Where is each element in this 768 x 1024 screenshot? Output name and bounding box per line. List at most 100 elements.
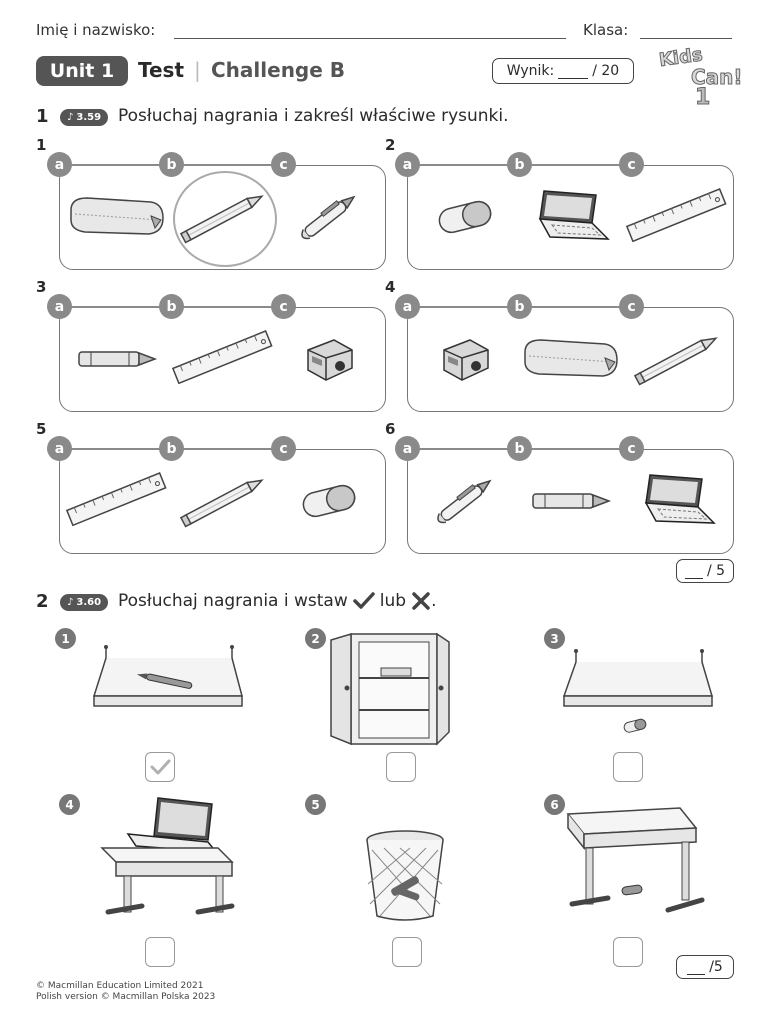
total-score-box: Wynik: / 20 <box>492 58 634 84</box>
option-connector <box>71 306 159 308</box>
svg-text:Kids: Kids <box>658 44 704 71</box>
option-c-label: c <box>619 436 644 461</box>
answer-checkbox[interactable] <box>145 752 175 782</box>
copyright-line-2: Polish version © Macmillan Polska 2023 <box>36 992 216 1002</box>
option-connector <box>531 164 619 166</box>
answer-checkbox[interactable] <box>386 752 416 782</box>
exercise1-item-number: 5 <box>36 420 47 438</box>
test-title: Test <box>138 58 185 82</box>
option-b-label: b <box>159 294 184 319</box>
bin-with-crayons-picture <box>360 826 450 926</box>
option-connector <box>183 164 271 166</box>
kids-can-logo: Kids Can! 1 <box>655 44 743 111</box>
class-field[interactable] <box>640 38 732 39</box>
exercise2-item-number: 1 <box>55 628 76 649</box>
exercise2-instruction: Posłuchaj nagrania i wstaw lub . <box>118 591 437 611</box>
exercise1-instruction: Posłuchaj nagrania i zakreśl właściwe ry… <box>118 106 509 126</box>
exercise1-score-blank[interactable] <box>684 564 703 579</box>
tick-icon <box>353 592 375 610</box>
option-a-label: a <box>395 294 420 319</box>
music-note-icon: ♪ <box>67 597 74 608</box>
exercise2-track[interactable]: ♪ 3.60 <box>60 594 109 611</box>
crayon-picture[interactable] <box>65 319 169 399</box>
name-label: Imię i nazwisko: <box>36 21 156 39</box>
ruler-picture[interactable] <box>65 461 169 541</box>
option-connector <box>183 306 271 308</box>
option-b-label: b <box>159 152 184 177</box>
copyright-footer: © Macmillan Education Limited 2021 Polis… <box>36 981 215 1003</box>
music-note-icon: ♪ <box>67 112 74 123</box>
exercise1-item-number: 6 <box>385 420 396 438</box>
option-connector <box>419 306 507 308</box>
answer-checkbox[interactable] <box>613 752 643 782</box>
name-field[interactable] <box>174 38 566 39</box>
option-a-label: a <box>47 436 72 461</box>
exercise2-item-number: 6 <box>544 794 565 815</box>
answer-checkbox[interactable] <box>145 937 175 967</box>
sharpener-picture[interactable] <box>277 319 381 399</box>
pencil-picture[interactable] <box>171 461 275 541</box>
exercise1-item-number: 2 <box>385 136 396 154</box>
option-c-label: c <box>619 152 644 177</box>
option-connector <box>71 448 159 450</box>
pen-picture[interactable] <box>413 461 517 541</box>
desk-rubber-below-picture <box>556 800 706 920</box>
pencil-case-picture[interactable] <box>65 177 169 257</box>
exercise2-item-number: 2 <box>305 628 326 649</box>
rubber-picture[interactable] <box>277 461 381 541</box>
exercise2-item-number: 4 <box>59 794 80 815</box>
option-a-label: a <box>395 152 420 177</box>
option-connector <box>183 448 271 450</box>
laptop-picture[interactable] <box>519 177 623 257</box>
shelf-with-pen-picture <box>88 636 248 722</box>
exercise2-score-box: /5 <box>676 955 734 979</box>
option-b-label: b <box>507 294 532 319</box>
desk-with-laptop-picture <box>98 790 238 920</box>
crayon-picture[interactable] <box>519 461 623 541</box>
option-connector <box>419 448 507 450</box>
option-a-label: a <box>395 436 420 461</box>
option-c-label: c <box>271 152 296 177</box>
svg-text:1: 1 <box>695 85 710 110</box>
svg-text:Can!: Can! <box>691 65 743 89</box>
rubber-picture[interactable] <box>413 177 517 257</box>
option-b-label: b <box>507 436 532 461</box>
pencil-case-picture[interactable] <box>519 319 623 399</box>
copyright-line-1: © Macmillan Education Limited 2021 <box>36 981 204 991</box>
option-c-label: c <box>619 294 644 319</box>
cupboard-picture <box>325 628 465 748</box>
check-mark-icon <box>149 758 171 776</box>
option-a-label: a <box>47 152 72 177</box>
option-connector <box>531 448 619 450</box>
score-blank[interactable] <box>558 64 589 79</box>
pencil-picture[interactable] <box>625 319 729 399</box>
answer-checkbox[interactable] <box>613 937 643 967</box>
option-connector <box>531 306 619 308</box>
score-total: / 20 <box>592 63 620 79</box>
score-label: Wynik: <box>506 63 555 79</box>
sharpener-picture[interactable] <box>413 319 517 399</box>
exercise1-number: 1 <box>36 106 49 127</box>
exercise2-score-blank[interactable] <box>687 960 706 975</box>
class-label: Klasa: <box>583 21 629 39</box>
option-a-label: a <box>47 294 72 319</box>
title-separator: | <box>194 58 201 82</box>
option-b-label: b <box>507 152 532 177</box>
exercise2-item-number: 3 <box>544 628 565 649</box>
ruler-picture[interactable] <box>625 177 729 257</box>
option-c-label: c <box>271 436 296 461</box>
pen-picture[interactable] <box>277 177 381 257</box>
shelf-rubber-below-picture <box>558 644 718 740</box>
exercise1-item-number: 4 <box>385 278 396 296</box>
answer-checkbox[interactable] <box>392 937 422 967</box>
laptop-picture[interactable] <box>625 461 729 541</box>
exercise1-track[interactable]: ♪ 3.59 <box>60 109 109 126</box>
pencil-picture[interactable] <box>171 171 277 267</box>
exercise2-number: 2 <box>36 591 49 612</box>
exercise1-score-box: / 5 <box>676 559 734 583</box>
challenge-subtitle: Challenge B <box>211 58 346 82</box>
exercise2-item-number: 5 <box>305 794 326 815</box>
option-connector <box>71 164 159 166</box>
exercise1-item-number: 3 <box>36 278 47 296</box>
ruler-picture[interactable] <box>171 319 275 399</box>
